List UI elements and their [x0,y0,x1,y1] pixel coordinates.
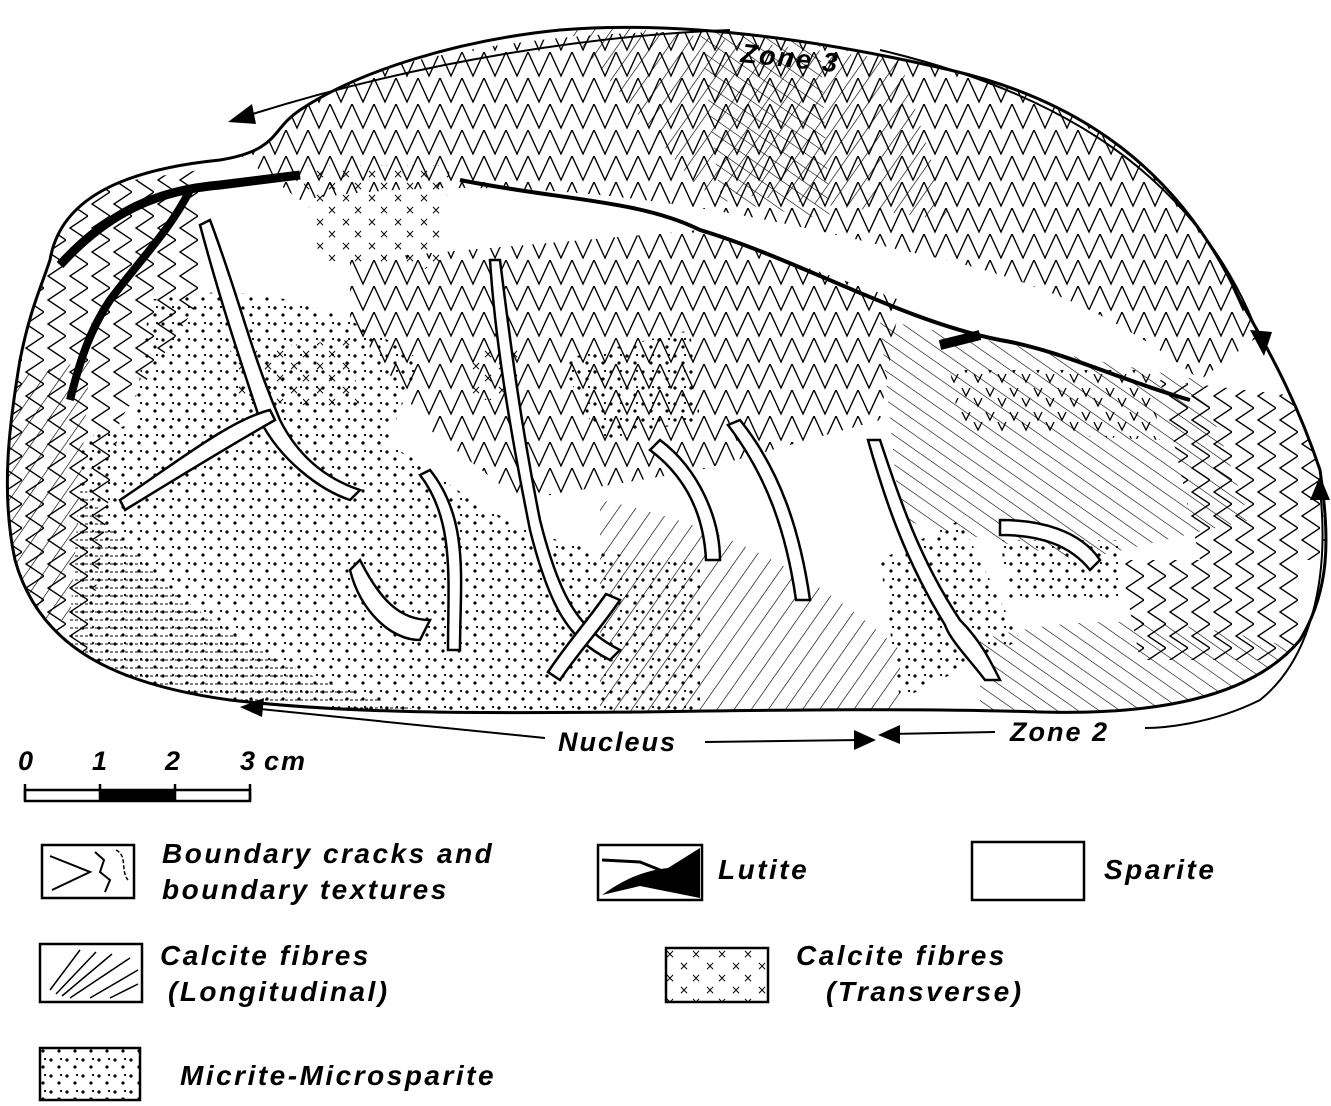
nucleus-arrowhead-right [854,730,876,750]
legend-swatch-calcite-transverse [666,948,768,1002]
scale-tick-0: 0 [18,746,35,776]
legend-label-boundary: Boundary cracks and boundary textures [162,836,494,908]
legend-label-boundary-line1: Boundary cracks and [162,836,494,872]
scale-tick-2: 2 [164,746,182,776]
legend-swatch-micrite [40,1048,140,1100]
legend-label-calcite-transverse-line2: (Transverse) [796,974,1024,1010]
legend-label-calcite-longitudinal-line2: (Longitudinal) [160,974,390,1010]
zone2-label: Zone 2 [1009,717,1109,747]
legend-swatch-boundary [42,845,134,898]
legend-swatch-sparite [972,842,1084,900]
legend-swatch-lutite [598,845,702,900]
scale-tick-3: 3 [240,746,257,776]
nucleus-label: Nucleus [558,727,677,757]
zone3-arrowhead-left [228,104,256,124]
zone2-arrowhead-left [878,725,900,744]
legend-label-lutite: Lutite [718,852,809,888]
legend-label-calcite-longitudinal-line1: Calcite fibres [160,938,390,974]
legend-label-sparite: Sparite [1104,852,1216,888]
legend-label-calcite-transverse: Calcite fibres (Transverse) [796,938,1024,1010]
legend-label-calcite-longitudinal: Calcite fibres (Longitudinal) [160,938,390,1010]
legend-swatch-calcite-longitudinal [40,944,142,1002]
scale-unit: cm [264,746,307,776]
legend-label-micrite: Micrite-Microsparite [180,1058,496,1094]
legend-label-boundary-line2: boundary textures [162,872,494,908]
legend-label-calcite-transverse-line1: Calcite fibres [796,938,1024,974]
scale-tick-1: 1 [92,746,109,776]
scale-bar [25,784,250,801]
